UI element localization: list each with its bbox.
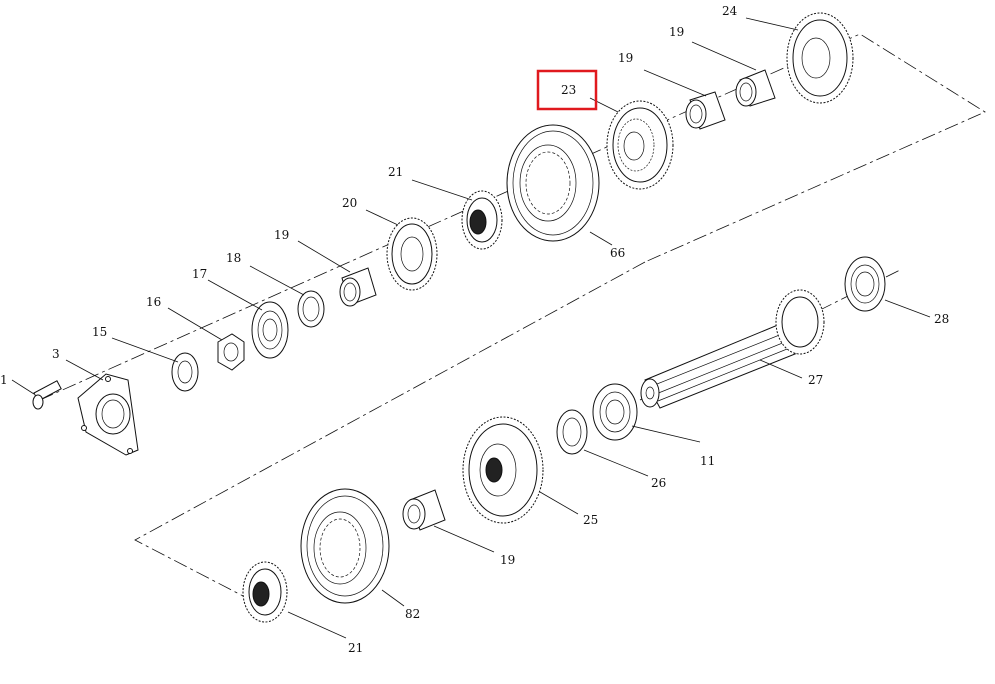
part-splined-shaft-27[interactable] <box>640 289 825 409</box>
part-ring-26[interactable] <box>556 409 588 455</box>
callout-16[interactable]: 16 <box>146 295 161 309</box>
callout-19-upper-mid[interactable]: 19 <box>618 51 633 65</box>
part-ring-18[interactable] <box>297 290 325 328</box>
part-bolt[interactable] <box>11 379 62 410</box>
part-gear-21b[interactable] <box>242 561 288 623</box>
part-synchro-sleeve-82[interactable] <box>300 488 390 604</box>
callout-23[interactable]: 23 <box>561 83 576 97</box>
callout-26[interactable]: 26 <box>651 476 666 490</box>
part-gear-23[interactable] <box>606 100 674 190</box>
part-bearing-17[interactable] <box>251 301 289 359</box>
callout-labels: 1 3 15 16 17 18 19 20 21 66 23 19 19 24 … <box>0 4 949 655</box>
callout-25[interactable]: 25 <box>583 513 598 527</box>
part-gear-20[interactable] <box>386 217 438 291</box>
part-bearing-11[interactable] <box>592 383 638 441</box>
callout-82[interactable]: 82 <box>405 607 420 621</box>
part-bushing-19c[interactable] <box>735 69 776 107</box>
callout-15[interactable]: 15 <box>92 325 107 339</box>
callout-19-lower[interactable]: 19 <box>500 553 515 567</box>
callout-21-lower[interactable]: 21 <box>348 641 363 655</box>
leader-lines <box>65 17 931 639</box>
highlight-box-callout-23 <box>536 69 598 111</box>
callout-27[interactable]: 27 <box>808 373 823 387</box>
callout-18[interactable]: 18 <box>226 251 241 265</box>
callout-20[interactable]: 20 <box>342 196 357 210</box>
callout-21-upper[interactable]: 21 <box>388 165 403 179</box>
callout-1[interactable]: 1 <box>0 373 8 387</box>
callout-19-upper-right[interactable]: 19 <box>669 25 684 39</box>
callout-28[interactable]: 28 <box>934 312 949 326</box>
callout-17[interactable]: 17 <box>192 267 207 281</box>
part-washer[interactable] <box>171 352 199 392</box>
part-hex-nut[interactable] <box>217 333 245 371</box>
part-bushing-19b[interactable] <box>685 91 726 130</box>
part-flange-plate[interactable] <box>77 373 139 456</box>
callout-19-upper-left[interactable]: 19 <box>274 228 289 242</box>
callout-66[interactable]: 66 <box>610 246 625 260</box>
part-gear-21a[interactable] <box>461 190 503 250</box>
part-gear-24[interactable] <box>786 12 854 104</box>
part-bushing-19d[interactable] <box>402 489 446 531</box>
part-bearing-28[interactable] <box>844 256 886 312</box>
part-bushing-19a[interactable] <box>339 267 377 307</box>
callout-3[interactable]: 3 <box>52 347 60 361</box>
callout-24[interactable]: 24 <box>722 4 738 18</box>
callout-11[interactable]: 11 <box>700 454 715 468</box>
part-synchro-sleeve-66[interactable] <box>506 124 600 242</box>
part-gear-25[interactable] <box>462 416 544 524</box>
